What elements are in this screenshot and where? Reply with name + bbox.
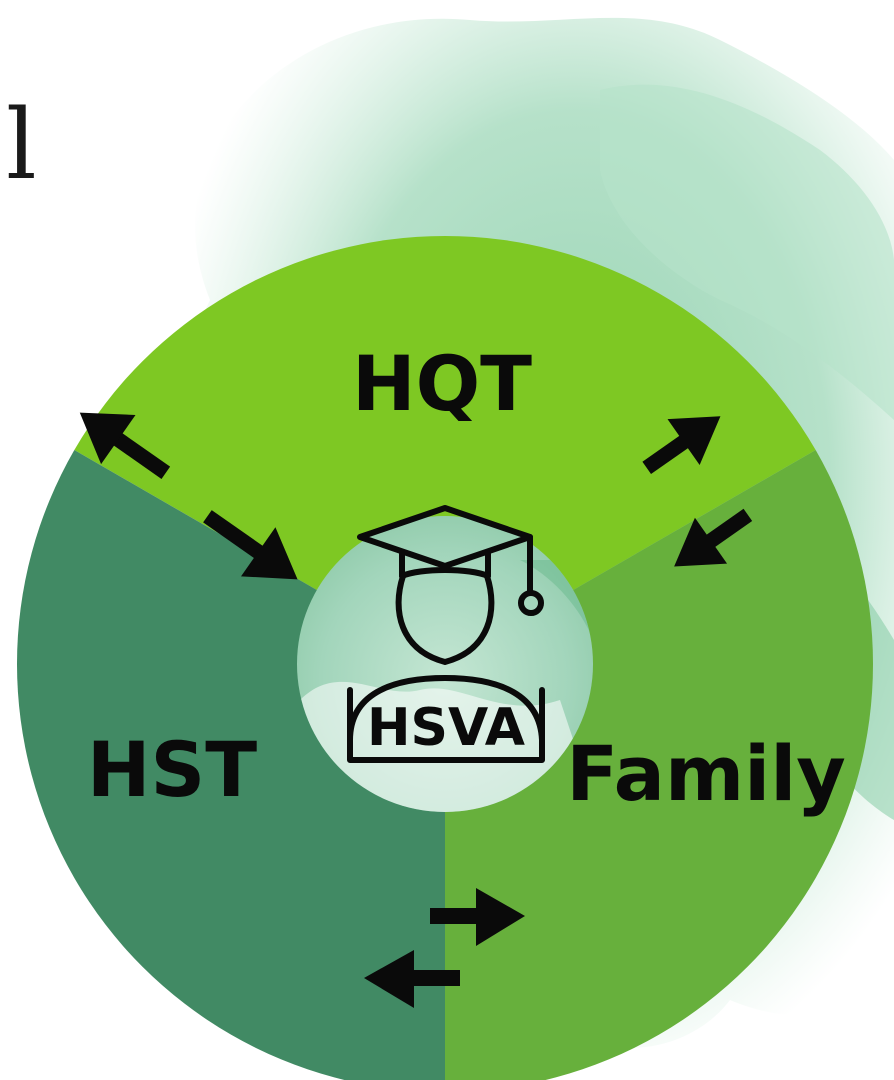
center-label: HSVA [367,698,525,758]
title-fragment: l [6,89,37,201]
bidirectional-arrow-icon [642,416,753,567]
bidirectional-arrow-icon [79,412,298,580]
bidirectional-arrow-icon [364,888,525,1008]
segment-label-family: Family [566,729,846,818]
graduate-icon [347,505,545,763]
segment-label-hst: HST [87,725,257,814]
segment-label-hqt: HQT [352,339,532,428]
